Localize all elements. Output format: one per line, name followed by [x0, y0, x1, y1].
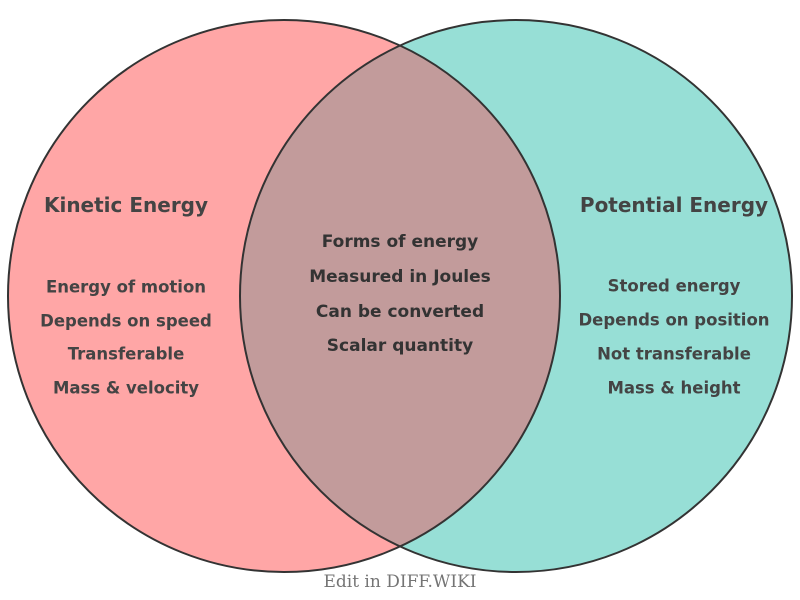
- potential-item: Not transferable: [597, 344, 751, 364]
- overlap-item: Can be converted: [315, 302, 485, 322]
- kinetic-item: Energy of motion: [45, 277, 207, 297]
- overlap-region: [240, 20, 560, 572]
- kinetic-item: Mass & velocity: [52, 378, 200, 398]
- potential-energy-title: Potential Energy: [579, 193, 769, 217]
- kinetic-circle-outline: [7, 19, 561, 573]
- potential-item: Stored energy: [607, 276, 741, 296]
- overlap-item: Measured in Joules: [309, 267, 491, 287]
- potential-item: Mass & height: [607, 378, 741, 398]
- overlap-item: Scalar quantity: [326, 336, 474, 356]
- edit-in-diffwiki-link[interactable]: Edit in DIFF.WIKI: [323, 572, 477, 592]
- overlap-item: Forms of energy: [321, 232, 479, 252]
- kinetic-item: Transferable: [67, 344, 185, 364]
- potential-item: Depends on position: [578, 310, 770, 330]
- kinetic-item: Depends on speed: [40, 311, 212, 331]
- kinetic-energy-title: Kinetic Energy: [43, 193, 209, 217]
- potential-circle-outline: [239, 19, 793, 573]
